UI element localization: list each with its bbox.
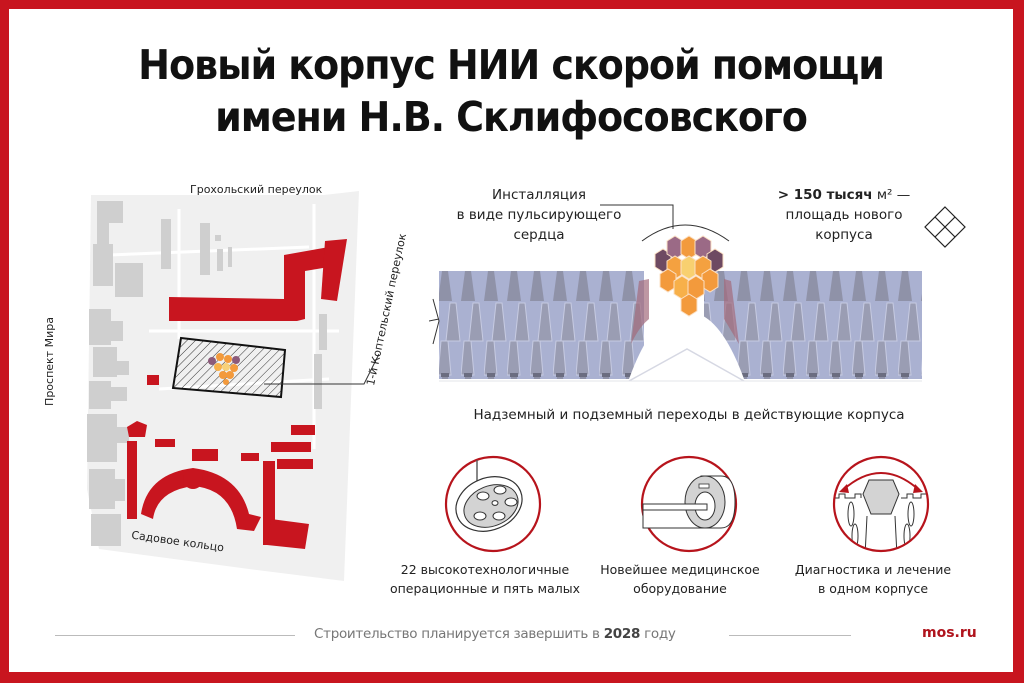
- footer-year: 2028: [603, 626, 641, 642]
- installation-line-3: сердца: [513, 227, 565, 243]
- feature-1-line-2: операционные и пять малых: [389, 581, 581, 596]
- area-callout: > 150 тысяч м² — площадь нового корпуса: [769, 185, 919, 245]
- feature-3-line-1: Диагностика и лечение: [794, 562, 952, 577]
- building-diagnostics-icon: [832, 455, 930, 553]
- title-line-2: имени Н.В. Склифосовского: [215, 93, 808, 141]
- feature-equipment: Новейшее медицинское оборудование: [580, 560, 780, 598]
- installation-line-2: в виде пульсирующего: [456, 207, 622, 223]
- mos-ru-link[interactable]: mos.ru: [922, 625, 977, 641]
- heart-installation-mini: [208, 353, 240, 385]
- street-label-west: Проспект Мира: [42, 317, 56, 406]
- footer-text-before: Строительство планируется завершить в: [314, 626, 604, 642]
- footer-divider-left: [55, 635, 295, 636]
- footer-text-after: году: [640, 626, 676, 642]
- page-title: Новый корпус НИИ скорой помощи имени Н.В…: [44, 39, 978, 143]
- footer-completion-text: Строительство планируется завершить в 20…: [314, 626, 676, 642]
- building-facade-illustration: [429, 204, 922, 382]
- floor-plan-diamond-icon: [924, 206, 966, 248]
- feature-operating-rooms: 22 высокотехнологичные операционные и пя…: [385, 560, 585, 598]
- feature-2-line-2: оборудование: [633, 581, 727, 596]
- feature-2-line-1: Новейшее медицинское: [600, 562, 760, 577]
- area-line-3: корпуса: [815, 227, 873, 243]
- heart-installation: [654, 235, 724, 317]
- infographic-frame: Новый корпус НИИ скорой помощи имени Н.В…: [9, 9, 1013, 672]
- area-dash: —: [892, 187, 911, 203]
- area-unit: м²: [876, 187, 893, 203]
- area-value: > 150 тысяч: [777, 187, 873, 203]
- feature-1-line-1: 22 высокотехнологичные: [400, 562, 570, 577]
- installation-callout: Инсталляция в виде пульсирующего сердца: [449, 185, 629, 245]
- installation-line-1: Инсталляция: [492, 187, 586, 203]
- site-map: [87, 191, 379, 581]
- area-line-2: площадь нового: [785, 207, 903, 223]
- mri-scanner-icon: [640, 455, 738, 553]
- title-line-1: Новый корпус НИИ скорой помощи: [138, 41, 885, 89]
- transitions-caption: Надземный и подземный переходы в действу…: [473, 407, 905, 423]
- other-buildings: [87, 201, 327, 546]
- feature-3-line-2: в одном корпусе: [817, 581, 929, 596]
- street-label-north: Грохольский переулок: [190, 183, 323, 196]
- surgical-lamp-icon: [444, 455, 542, 553]
- existing-buildings: [127, 239, 347, 549]
- footer-divider-right: [729, 635, 851, 636]
- feature-diagnostics: Диагностика и лечение в одном корпусе: [773, 560, 973, 598]
